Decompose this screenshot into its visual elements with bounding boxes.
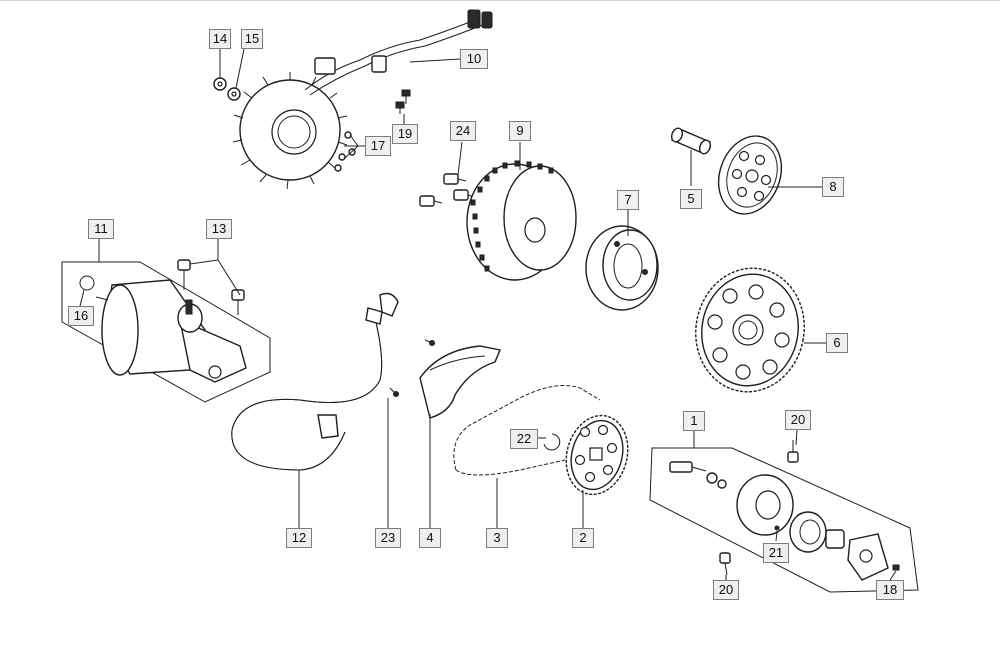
drive-chain-part <box>453 385 601 476</box>
sprocket-cover-part <box>419 345 501 419</box>
callout-3: 3 <box>486 528 508 548</box>
callout-22: 22 <box>510 429 538 449</box>
callout-11: 11 <box>88 219 114 239</box>
callout-20-top: 20 <box>785 410 811 430</box>
callout-21: 21 <box>763 543 789 563</box>
callout-17: 17 <box>365 136 391 156</box>
leader-lines <box>79 48 897 581</box>
washer-15-part <box>227 87 241 101</box>
stator-part <box>232 9 493 190</box>
callout-6: 6 <box>826 333 848 353</box>
washer-14-part <box>213 77 227 91</box>
callout-8: 8 <box>822 177 844 197</box>
assembly-1-part <box>649 447 919 593</box>
callout-4: 4 <box>419 528 441 548</box>
callout-1: 1 <box>683 411 705 431</box>
top-border-line <box>0 0 1000 1</box>
callout-15: 15 <box>241 29 263 49</box>
bolts-19-part <box>395 89 411 114</box>
callout-23: 23 <box>375 528 401 548</box>
starter-cable-part <box>231 292 399 471</box>
callout-7: 7 <box>617 190 639 210</box>
screws-17-part <box>334 131 356 172</box>
starter-motor-part <box>61 261 271 403</box>
callout-19: 19 <box>392 124 418 144</box>
starter-gear-part <box>695 267 805 393</box>
callout-9: 9 <box>509 121 531 141</box>
callout-5: 5 <box>680 189 702 209</box>
pin-18-part <box>892 564 900 571</box>
callout-24: 24 <box>450 121 476 141</box>
callout-13: 13 <box>206 219 232 239</box>
bolts-24-part <box>419 173 475 207</box>
callout-2: 2 <box>572 528 594 548</box>
one-way-clutch-part <box>585 225 659 311</box>
callout-10: 10 <box>460 49 488 69</box>
pin-5-part <box>670 127 712 155</box>
callout-16: 16 <box>68 306 94 326</box>
drive-sprocket-part <box>565 414 629 496</box>
callout-20-bottom: 20 <box>713 580 739 600</box>
flywheel-part <box>466 160 577 281</box>
o-ring-16-part <box>79 275 95 291</box>
bolts-20-part <box>719 440 799 576</box>
screws-23-part <box>389 339 436 397</box>
plate-8-part <box>717 135 783 215</box>
bolts-13-part <box>177 259 245 315</box>
circlip-22-part <box>543 433 561 451</box>
callout-18: 18 <box>876 580 904 600</box>
pin-21-part <box>774 525 780 531</box>
callout-12: 12 <box>286 528 312 548</box>
callout-14: 14 <box>209 29 231 49</box>
